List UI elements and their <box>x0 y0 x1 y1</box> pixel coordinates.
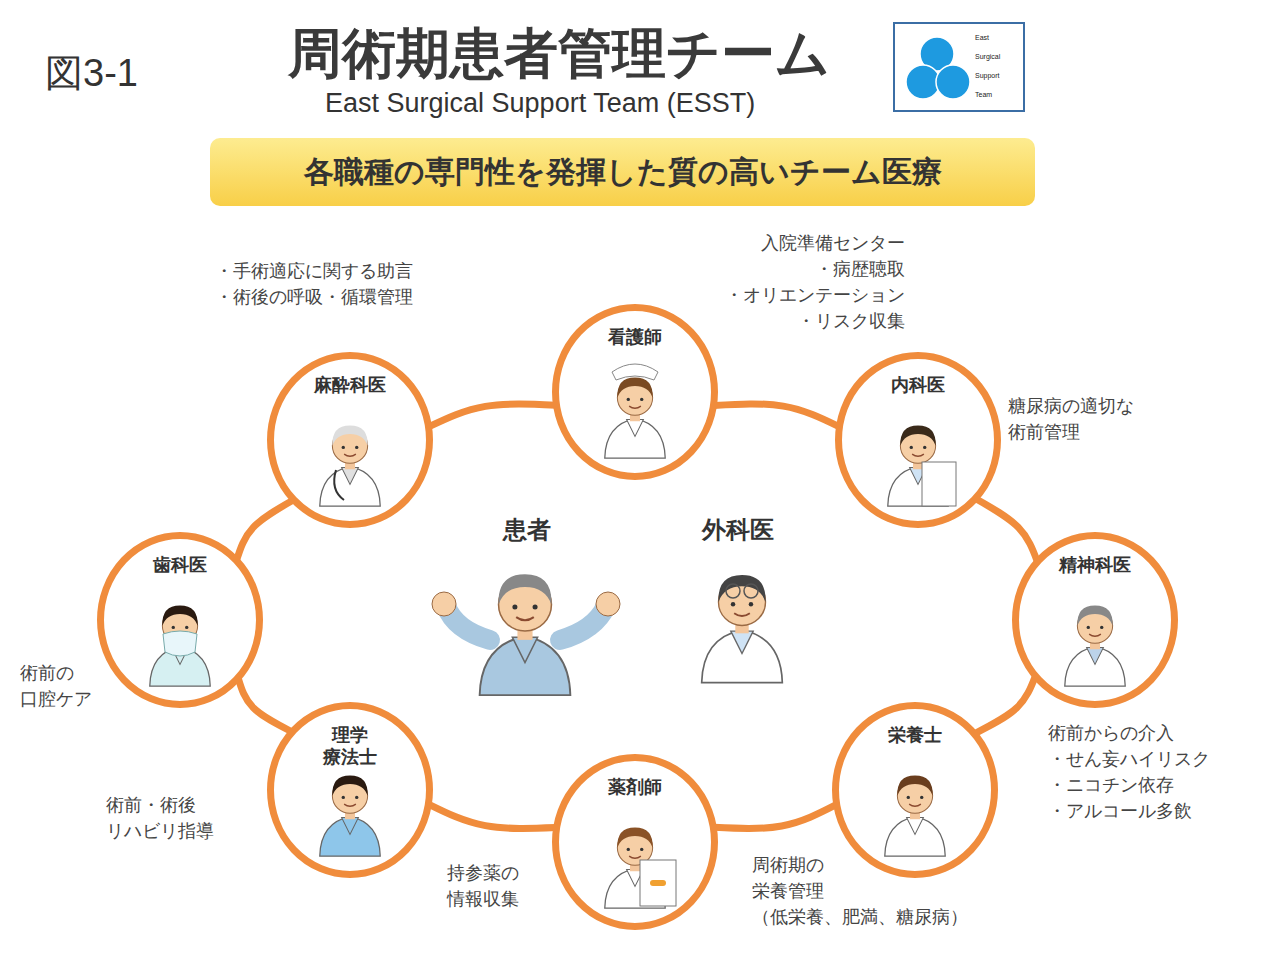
logo-mark <box>895 24 1023 110</box>
role-heading: 看護師 <box>552 326 718 348</box>
staff-circle: 内科医糖尿病の適切な 術前管理 <box>835 352 1001 528</box>
staff-circle: 看護師入院準備センター ・病歴聴取 ・オリエンテーション ・リスク収集 <box>552 304 718 480</box>
ring-connector <box>975 676 1035 733</box>
ring-connector <box>237 500 294 560</box>
role-heading: 歯科医 <box>97 554 263 576</box>
role-description: 周術期の 栄養管理 （低栄養、肥満、糖尿病） <box>752 852 982 930</box>
staff-circle: 栄養士周術期の 栄養管理 （低栄養、肥満、糖尿病） <box>832 702 998 878</box>
role-heading: 内科医 <box>835 374 1001 396</box>
ring-connector <box>429 804 556 828</box>
role-heading: 薬剤師 <box>552 776 718 798</box>
ring-connector <box>238 678 291 731</box>
ring-connector <box>714 404 839 427</box>
subtitle: East Surgical Support Team (ESST) <box>325 88 755 119</box>
role-description: 術前の 口腔ケア <box>20 660 110 712</box>
staff-circle: 精神科医術前からの介入 ・せん妄ハイリスク ・ニコチン依存 ・アルコール多飲 <box>1012 532 1178 708</box>
logo-circle <box>906 65 940 99</box>
ring-connector <box>429 404 556 427</box>
staff-circle: 麻酔科医・手術適応に関する助言 ・術後の呼吸・循環管理 <box>267 352 433 528</box>
role-description: 入院準備センター ・病歴聴取 ・オリエンテーション ・リスク収集 <box>705 230 905 334</box>
role-description: ・手術適応に関する助言 ・術後の呼吸・循環管理 <box>215 258 475 310</box>
role-heading: 麻酔科医 <box>267 374 433 396</box>
banner-text: 各職種の専門性を発揮した質の高いチーム医療 <box>304 152 942 193</box>
role-heading: 理学 療法士 <box>267 724 433 768</box>
surgeon-figure <box>702 575 783 683</box>
role-description: 術前・術後 リハビリ指導 <box>106 792 236 844</box>
role-heading: 栄養士 <box>832 724 998 746</box>
role-heading: 精神科医 <box>1012 554 1178 576</box>
staff-figures <box>150 364 1125 908</box>
figure-number: 図3-1 <box>45 48 138 99</box>
logo-circle <box>936 65 970 99</box>
surgeon-label: 外科医 <box>702 514 774 546</box>
ring-connector <box>976 499 1037 561</box>
ring-connector <box>714 805 836 829</box>
patient-figure <box>432 574 620 695</box>
team-logo: East Surgical Support Team <box>893 22 1025 112</box>
patient-label: 患者 <box>503 514 551 546</box>
logo-text: East Surgical Support Team <box>975 28 1023 104</box>
slogan-banner: 各職種の専門性を発揮した質の高いチーム医療 <box>210 138 1035 206</box>
role-description: 持参薬の 情報収集 <box>447 860 547 912</box>
role-description: 術前からの介入 ・せん妄ハイリスク ・ニコチン依存 ・アルコール多飲 <box>1048 720 1248 824</box>
staff-circle: 歯科医術前の 口腔ケア <box>97 532 263 708</box>
staff-circle: 薬剤師持参薬の 情報収集 <box>552 754 718 930</box>
role-description: 糖尿病の適切な 術前管理 <box>1008 393 1158 445</box>
diagram-title: 周術期患者管理チーム <box>288 18 830 91</box>
staff-circle: 理学 療法士術前・術後 リハビリ指導 <box>267 702 433 878</box>
